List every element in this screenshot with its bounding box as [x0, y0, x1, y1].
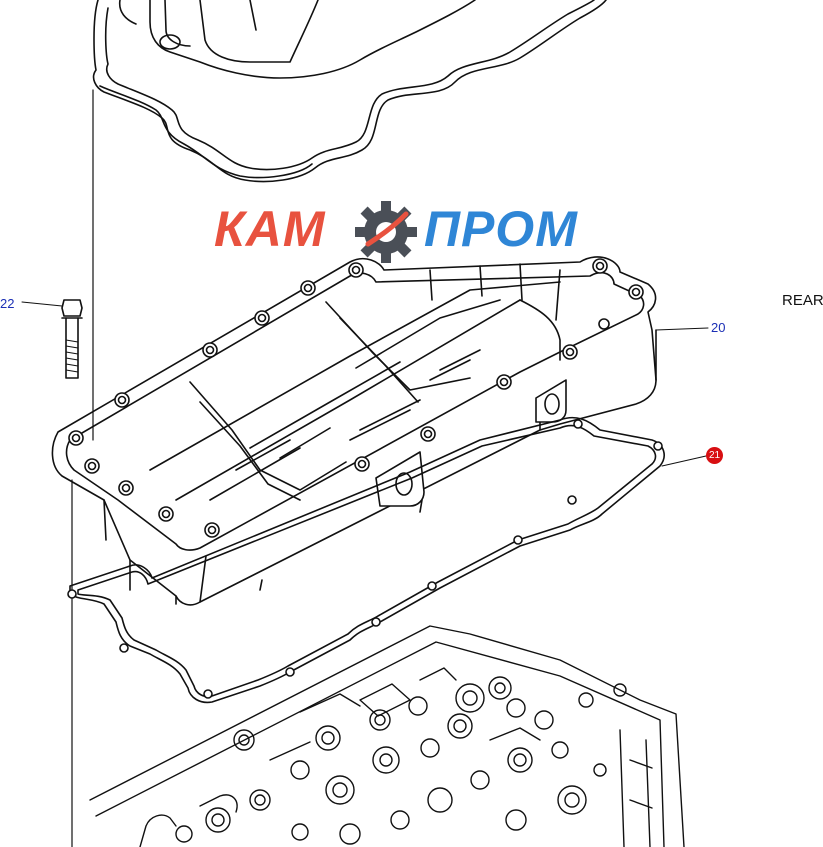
direction-label-rear: REAR	[782, 292, 823, 309]
logo-text-prom: ПРОМ	[424, 201, 578, 257]
rocker-housing-20	[51, 256, 657, 606]
cylinder-head	[89, 625, 685, 847]
logo-text-kam: КАМ	[214, 201, 326, 257]
gear-icon	[355, 201, 417, 263]
callout-leader-21	[661, 455, 707, 467]
callout-badge-21[interactable]: 21	[706, 447, 723, 464]
bolt-22	[21, 299, 83, 379]
housing-bolt-holes	[68, 258, 644, 538]
callout-leader-20	[655, 327, 709, 331]
callout-label-20[interactable]: 20	[711, 320, 726, 335]
bolt-guide-line	[71, 89, 94, 847]
gasket-holes	[67, 419, 663, 699]
callout-label-22[interactable]: 22	[0, 296, 15, 311]
valve-cover	[92, 0, 607, 183]
